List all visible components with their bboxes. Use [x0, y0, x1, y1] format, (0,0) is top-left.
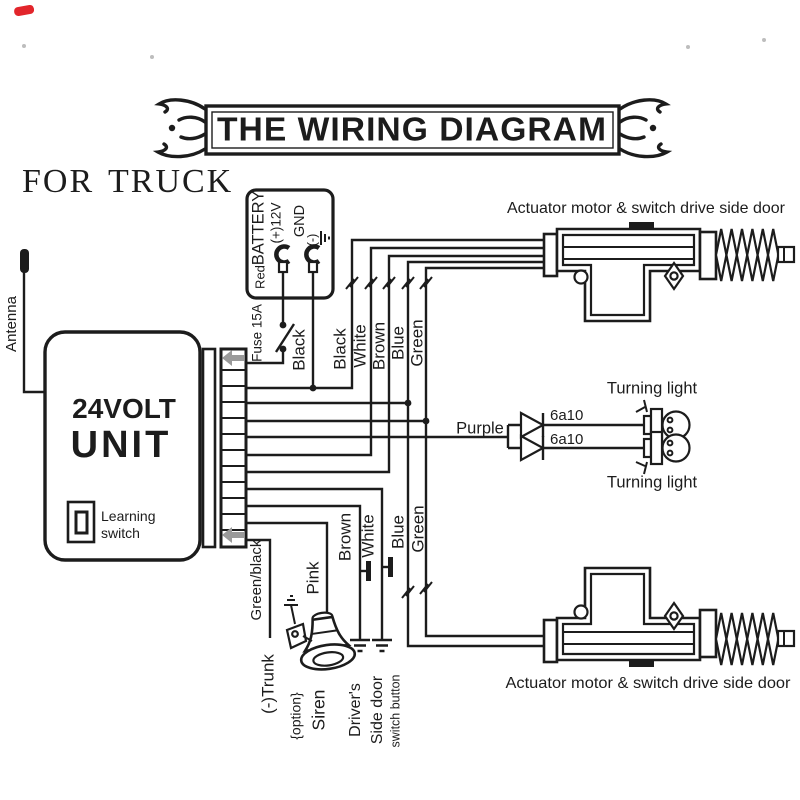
page-title: THE WIRING DIAGRAM [217, 111, 607, 148]
side-door-label: Side door [369, 675, 386, 744]
banner-right-flourish [618, 98, 673, 159]
label-blue-bottom: Blue [388, 515, 407, 549]
wire-break-marks [345, 276, 433, 599]
switch-button-label: switch button [388, 674, 402, 747]
title-banner: THE WIRING DIAGRAM [152, 98, 673, 159]
actuator-bottom-bellows [714, 612, 780, 666]
bulb-bottom-icon [635, 430, 691, 475]
unit-name-label: UNIT [71, 424, 172, 466]
label-white-bottom: White [358, 514, 377, 557]
actuator-top-label: Actuator motor & switch drive side door [507, 200, 786, 217]
label-white-top: White [350, 324, 369, 367]
diode-top-label: 6a10 [550, 407, 583, 424]
wire-brown-bottom [246, 504, 362, 640]
wire-pink [246, 521, 329, 620]
bottom-captions: (-)Trunk {option} Siren Driver's Side do… [258, 654, 402, 748]
for-word: FOR [22, 163, 94, 200]
purple-label: Purple [456, 419, 504, 437]
label-brown-top: Brown [369, 322, 388, 370]
lower-wire-labels: Blue Green Brown White Pink Green/black [248, 505, 428, 620]
label-black-actuator: Black [330, 328, 349, 370]
truck-word: TRUCK [108, 163, 233, 200]
wire-white-top [246, 246, 545, 457]
bulb-top-icon [635, 399, 691, 443]
for-truck-heading: FOR TRUCK [22, 163, 233, 200]
actuator-bottom: Actuator motor & switch drive side door [506, 566, 796, 692]
connector-arrow-bottom-icon [222, 527, 244, 543]
diode-bottom-label: 6a10 [550, 431, 583, 448]
fuse: Fuse 15A [246, 272, 296, 365]
red-wire-label: Red [252, 265, 267, 289]
scan-artifacts [14, 4, 766, 59]
drivers-label: Driver's [347, 683, 364, 737]
siren-ground-icon [284, 595, 298, 625]
banner-left-flourish [152, 98, 207, 159]
brown-push-button [350, 561, 371, 653]
connector-arrow-top-icon [222, 350, 244, 366]
battery-label: BATTERY [249, 191, 267, 266]
white-push-button [372, 557, 393, 653]
main-unit: 24VOLT UNIT Learning switch [43, 330, 202, 562]
unit-volt-label: 24VOLT [72, 393, 176, 424]
antenna: Antenna [3, 249, 45, 394]
unit-connector [201, 347, 248, 549]
learning-label-1: Learning [101, 508, 156, 524]
turning-light-circuit: Purple 6a10 6a10 Turning light Turning l… [456, 379, 697, 491]
turning-light-bottom-label: Turning light [607, 473, 698, 491]
battery-ground-icon [320, 231, 330, 245]
diode-top: 6a10 [519, 407, 583, 439]
wire-white-bottom [246, 487, 384, 640]
battery: BATTERY (+)12V GND (-) Red [245, 188, 335, 300]
wire-brown-top [246, 254, 545, 474]
label-green-bottom: Green [408, 505, 427, 552]
label-black-battery: Black [289, 329, 308, 371]
wire-green-black [246, 538, 272, 638]
diode-bottom: 6a10 [519, 431, 583, 462]
battery-gnd-label: GND [292, 205, 308, 237]
turning-light-top-label: Turning light [607, 379, 698, 397]
pin-separators [221, 369, 246, 531]
actuator-top: Actuator motor & switch drive side door [507, 200, 796, 323]
battery-negative-label: (-) [305, 234, 319, 247]
wire-black-actuator [246, 238, 545, 390]
wiring [246, 238, 545, 648]
battery-positive-label: (+)12V [269, 203, 284, 244]
upper-wire-labels: Black Black White Brown Blue Green [289, 319, 426, 370]
actuator-top-bellows [714, 228, 780, 282]
label-pink: Pink [303, 561, 322, 595]
learning-label-2: switch [101, 525, 140, 541]
fuse-label: Fuse 15A [250, 304, 265, 362]
option-label: {option} [288, 692, 304, 740]
siren [284, 595, 357, 671]
label-green-top: Green [407, 319, 426, 366]
label-brown-bottom: Brown [335, 513, 354, 561]
trunk-label: (-)Trunk [258, 654, 277, 714]
actuator-bottom-label: Actuator motor & switch drive side door [506, 675, 792, 692]
door-switch-buttons [350, 557, 393, 653]
learning-switch: Learning switch [66, 500, 156, 544]
wire-blue [406, 260, 545, 648]
siren-label: Siren [309, 690, 329, 731]
wire-green [424, 266, 545, 638]
label-green-black: Green/black [248, 539, 265, 620]
antenna-label: Antenna [3, 295, 20, 352]
label-blue-top: Blue [388, 326, 407, 360]
